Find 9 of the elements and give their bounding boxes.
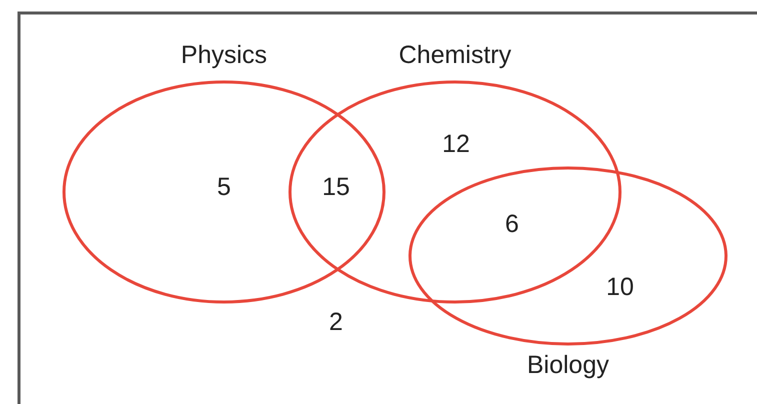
region-count: 15 (322, 172, 350, 202)
region-count: 12 (442, 129, 470, 159)
set-label: Chemistry (398, 41, 512, 69)
set-label: Biology (527, 351, 609, 379)
region-count: 5 (217, 172, 231, 202)
set-label: Physics (180, 41, 268, 69)
region-count: 2 (329, 307, 343, 337)
region-count: 6 (505, 209, 519, 239)
region-count: 10 (606, 272, 634, 302)
